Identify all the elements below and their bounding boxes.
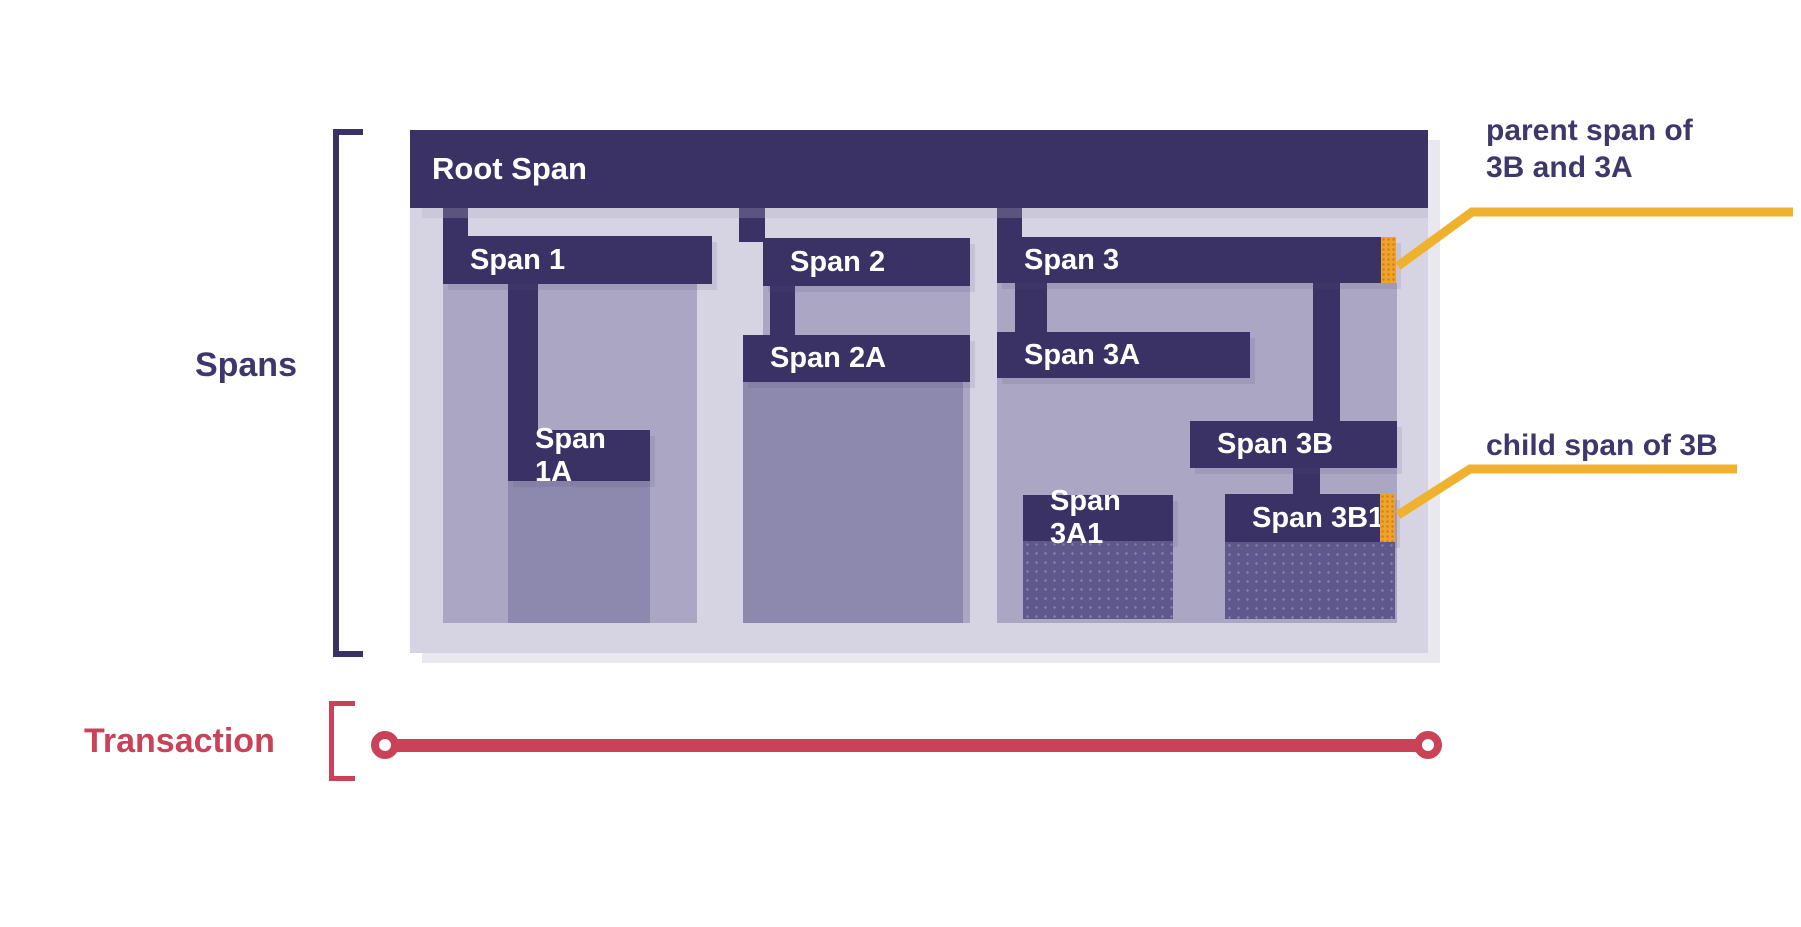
span-3-header: Span 3 bbox=[997, 237, 1396, 283]
span-3-label: Span 3 bbox=[1024, 243, 1120, 276]
span-1a-header: Span 1A bbox=[508, 423, 650, 488]
root-span-label: Root Span bbox=[432, 151, 587, 186]
connector-span2-to-span2a bbox=[770, 284, 795, 339]
transaction-start-point bbox=[371, 731, 399, 759]
transaction-end-point bbox=[1414, 731, 1442, 759]
annotation-child-span: child span of 3B bbox=[1486, 429, 1718, 462]
span-3b1-header: Span 3B1 bbox=[1225, 494, 1395, 542]
span-2a-header: Span 2A bbox=[743, 335, 970, 382]
span-1-header: Span 1 bbox=[443, 236, 712, 284]
connector-root-to-span1 bbox=[443, 205, 468, 240]
span-2-label: Span 2 bbox=[790, 245, 886, 278]
callout-line-child bbox=[1395, 464, 1737, 519]
span-3b-header: Span 3B bbox=[1190, 421, 1397, 468]
span-3b1-body bbox=[1225, 541, 1395, 619]
span-1a-body bbox=[508, 480, 650, 623]
connector-span3b-to-span3b1 bbox=[1293, 466, 1320, 498]
span-3-highlight-marker bbox=[1381, 237, 1396, 283]
span-3b-label: Span 3B bbox=[1217, 428, 1334, 460]
span-3b1-highlight-marker bbox=[1380, 494, 1395, 542]
transaction-label: Transaction bbox=[84, 722, 275, 760]
span-1-label: Span 1 bbox=[470, 243, 566, 276]
span-3b1-label: Span 3B1 bbox=[1252, 501, 1385, 534]
span-3a1-label: Span 3A1 bbox=[1050, 485, 1121, 550]
annotation-parent-line1: parent span of bbox=[1486, 114, 1693, 147]
transaction-timeline bbox=[396, 739, 1418, 752]
span-3a1-body bbox=[1023, 540, 1173, 619]
span-2a-label: Span 2A bbox=[770, 342, 887, 374]
span-3a-header: Span 3A bbox=[997, 332, 1250, 378]
span-2a-body bbox=[743, 381, 963, 623]
connector-span3-to-span3b bbox=[1313, 281, 1340, 425]
span-3a1-header: Span 3A1 bbox=[1023, 485, 1173, 550]
connector-span3-to-span3a bbox=[1015, 281, 1047, 336]
callout-line-parent bbox=[1395, 207, 1793, 270]
annotation-parent-span: parent span of 3B and 3A bbox=[1486, 112, 1693, 186]
span-2-header: Span 2 bbox=[763, 238, 970, 286]
root-span-header: Root Span bbox=[410, 130, 1428, 208]
connector-span1-to-span1a bbox=[508, 282, 538, 432]
annotation-parent-line2: 3B and 3A bbox=[1486, 151, 1633, 184]
spans-label: Spans bbox=[194, 346, 297, 384]
span-3a-label: Span 3A bbox=[1024, 338, 1141, 371]
connector-root-to-span3 bbox=[997, 205, 1022, 241]
connector-root-to-span2 bbox=[739, 205, 765, 242]
span-1a-label: Span 1A bbox=[535, 422, 606, 488]
transaction-bracket bbox=[329, 701, 355, 781]
spans-bracket bbox=[333, 129, 363, 657]
